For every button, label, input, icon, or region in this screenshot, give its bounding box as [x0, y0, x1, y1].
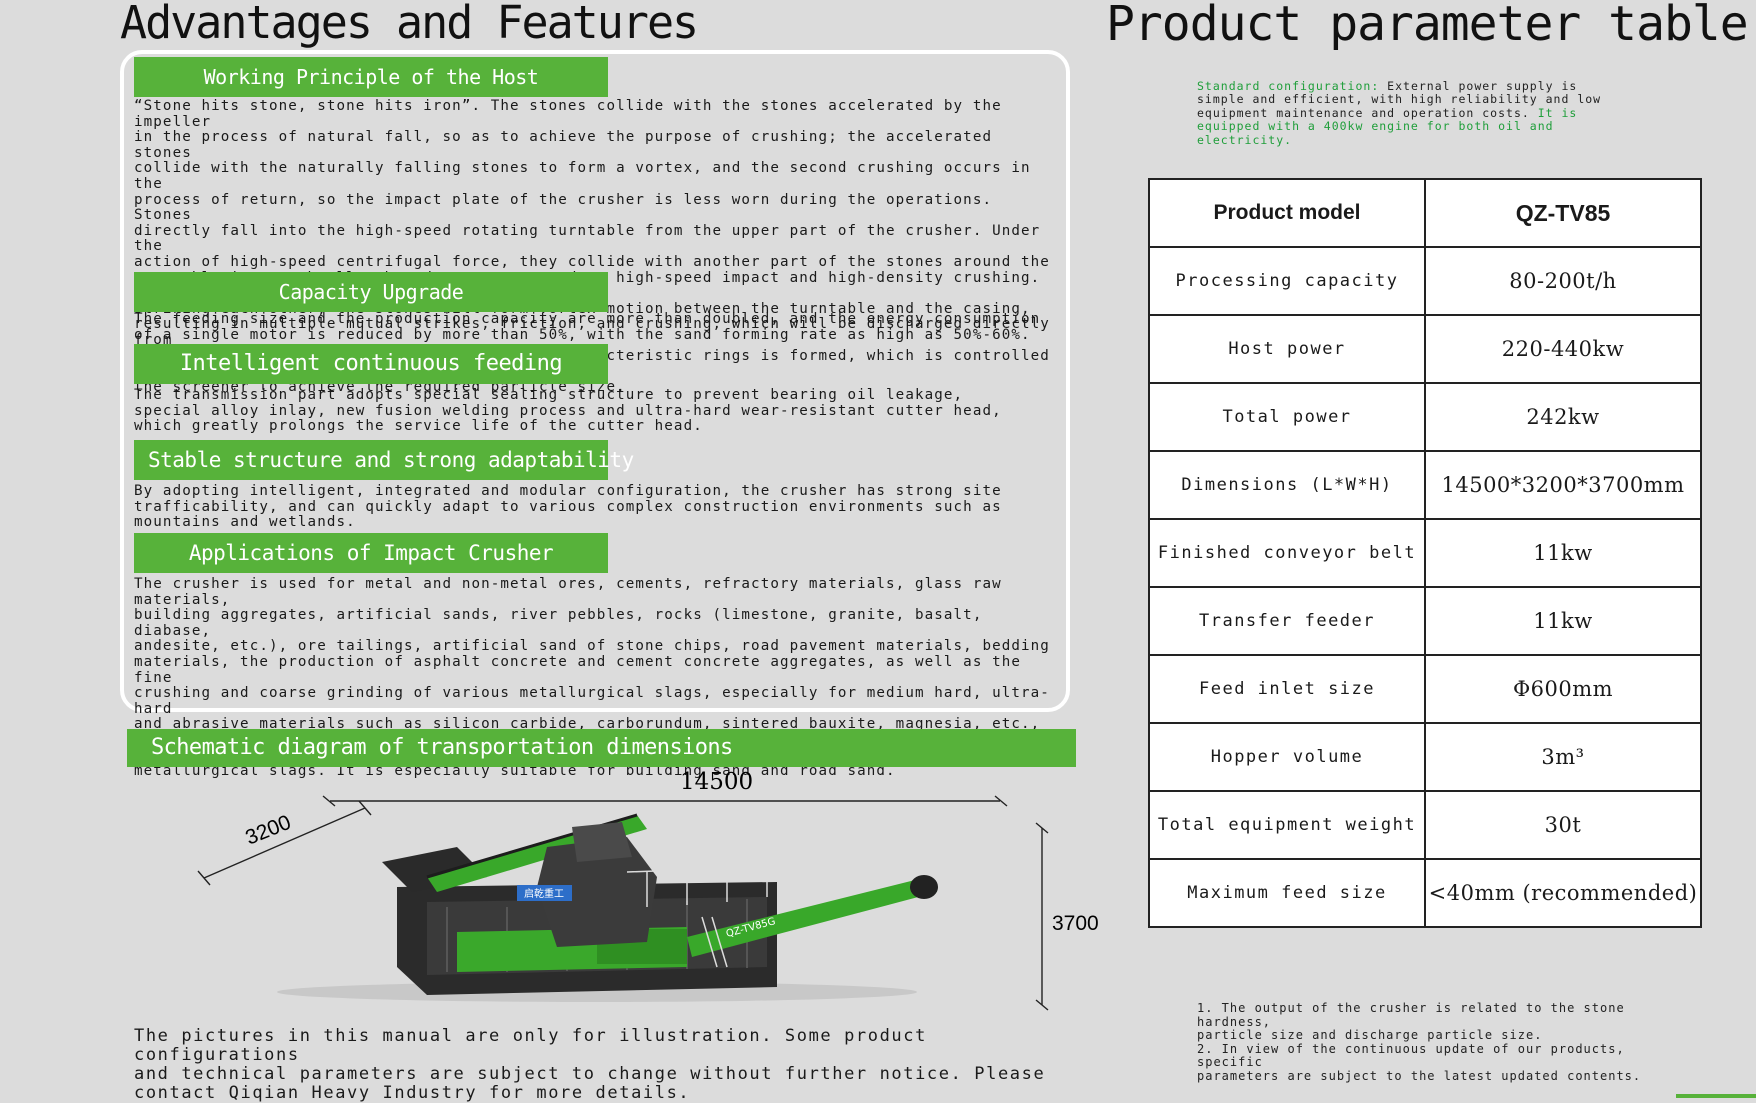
- row-label: Dimensions (L*W*H): [1148, 450, 1426, 520]
- corner-accent: [1676, 1094, 1756, 1098]
- row-label: Total power: [1148, 382, 1426, 452]
- row-label: Maximum feed size: [1148, 858, 1426, 928]
- row-value: Φ600mm: [1424, 654, 1702, 724]
- disclaimer-text: The pictures in this manual are only for…: [134, 1026, 1046, 1103]
- table-header-row: Product model QZ-TV85: [1148, 178, 1702, 248]
- row-value: 242kw: [1424, 382, 1702, 452]
- section-title-applications: Applications of Impact Crusher: [134, 533, 608, 573]
- dim-width-label: 3200: [242, 811, 294, 850]
- crusher-machine-illustration: QZ-TV85G 启乾重工: [277, 813, 938, 1002]
- row-label: Finished conveyor belt: [1148, 518, 1426, 588]
- section-text-stable-structure: By adopting intelligent, integrated and …: [134, 483, 1002, 531]
- parameter-table-title: Product parameter table: [1106, 0, 1749, 52]
- row-value: 11kw: [1424, 518, 1702, 588]
- section-title-intelligent-feeding: Intelligent continuous feeding: [134, 344, 608, 384]
- header-value: QZ-TV85: [1424, 178, 1702, 248]
- features-panel: [120, 50, 1070, 712]
- std-config-label: Standard configuration:: [1197, 79, 1380, 93]
- parameter-table: Product model QZ-TV85 Processing capacit…: [1148, 178, 1702, 928]
- footnotes: 1. The output of the crusher is related …: [1197, 1001, 1642, 1083]
- row-value: 11kw: [1424, 586, 1702, 656]
- std-config-text: External power supply is simple and effi…: [1197, 79, 1602, 120]
- row-value: 30t: [1424, 790, 1702, 860]
- schematic-title: Schematic diagram of transportation dime…: [127, 729, 1076, 767]
- table-row: Maximum feed size<40mm (recommended): [1148, 858, 1702, 928]
- section-title-capacity-upgrade: Capacity Upgrade: [134, 272, 608, 312]
- header-label: Product model: [1148, 178, 1426, 248]
- row-label: Hopper volume: [1148, 722, 1426, 792]
- row-value: <40mm (recommended): [1424, 858, 1702, 928]
- advantages-title: Advantages and Features: [120, 0, 699, 49]
- section-text-capacity-upgrade: The feeding size and the production capa…: [134, 311, 1041, 343]
- row-value: 14500*3200*3700mm: [1424, 450, 1702, 520]
- std-config-highlight: It is equipped with a 400kw engine for b…: [1197, 105, 1578, 147]
- dimension-lines: [197, 795, 1049, 1011]
- standard-configuration-note: Standard configuration: External power s…: [1197, 79, 1617, 147]
- row-value: 220-440kw: [1424, 314, 1702, 384]
- row-label: Feed inlet size: [1148, 654, 1426, 724]
- dim-length-label: 14500: [680, 769, 753, 795]
- brand-plate: 启乾重工: [524, 887, 564, 900]
- row-label: Processing capacity: [1148, 246, 1426, 316]
- section-text-intelligent-feeding: The transmission part adopts special sea…: [134, 387, 1002, 435]
- row-value: 80-200t/h: [1424, 246, 1702, 316]
- crusher-schematic: QZ-TV85G 启乾重工 14500 3200 3700: [197, 769, 1099, 1011]
- row-label: Total equipment weight: [1148, 790, 1426, 860]
- table-row: Dimensions (L*W*H)14500*3200*3700mm: [1148, 450, 1702, 520]
- row-label: Transfer feeder: [1148, 586, 1426, 656]
- row-label: Host power: [1148, 314, 1426, 384]
- row-value: 3m³: [1424, 722, 1702, 792]
- section-title-working-principle: Working Principle of the Host: [134, 57, 608, 97]
- section-title-stable-structure: Stable structure and strong adaptability: [134, 440, 634, 480]
- dim-height-label: 3700: [1052, 912, 1099, 935]
